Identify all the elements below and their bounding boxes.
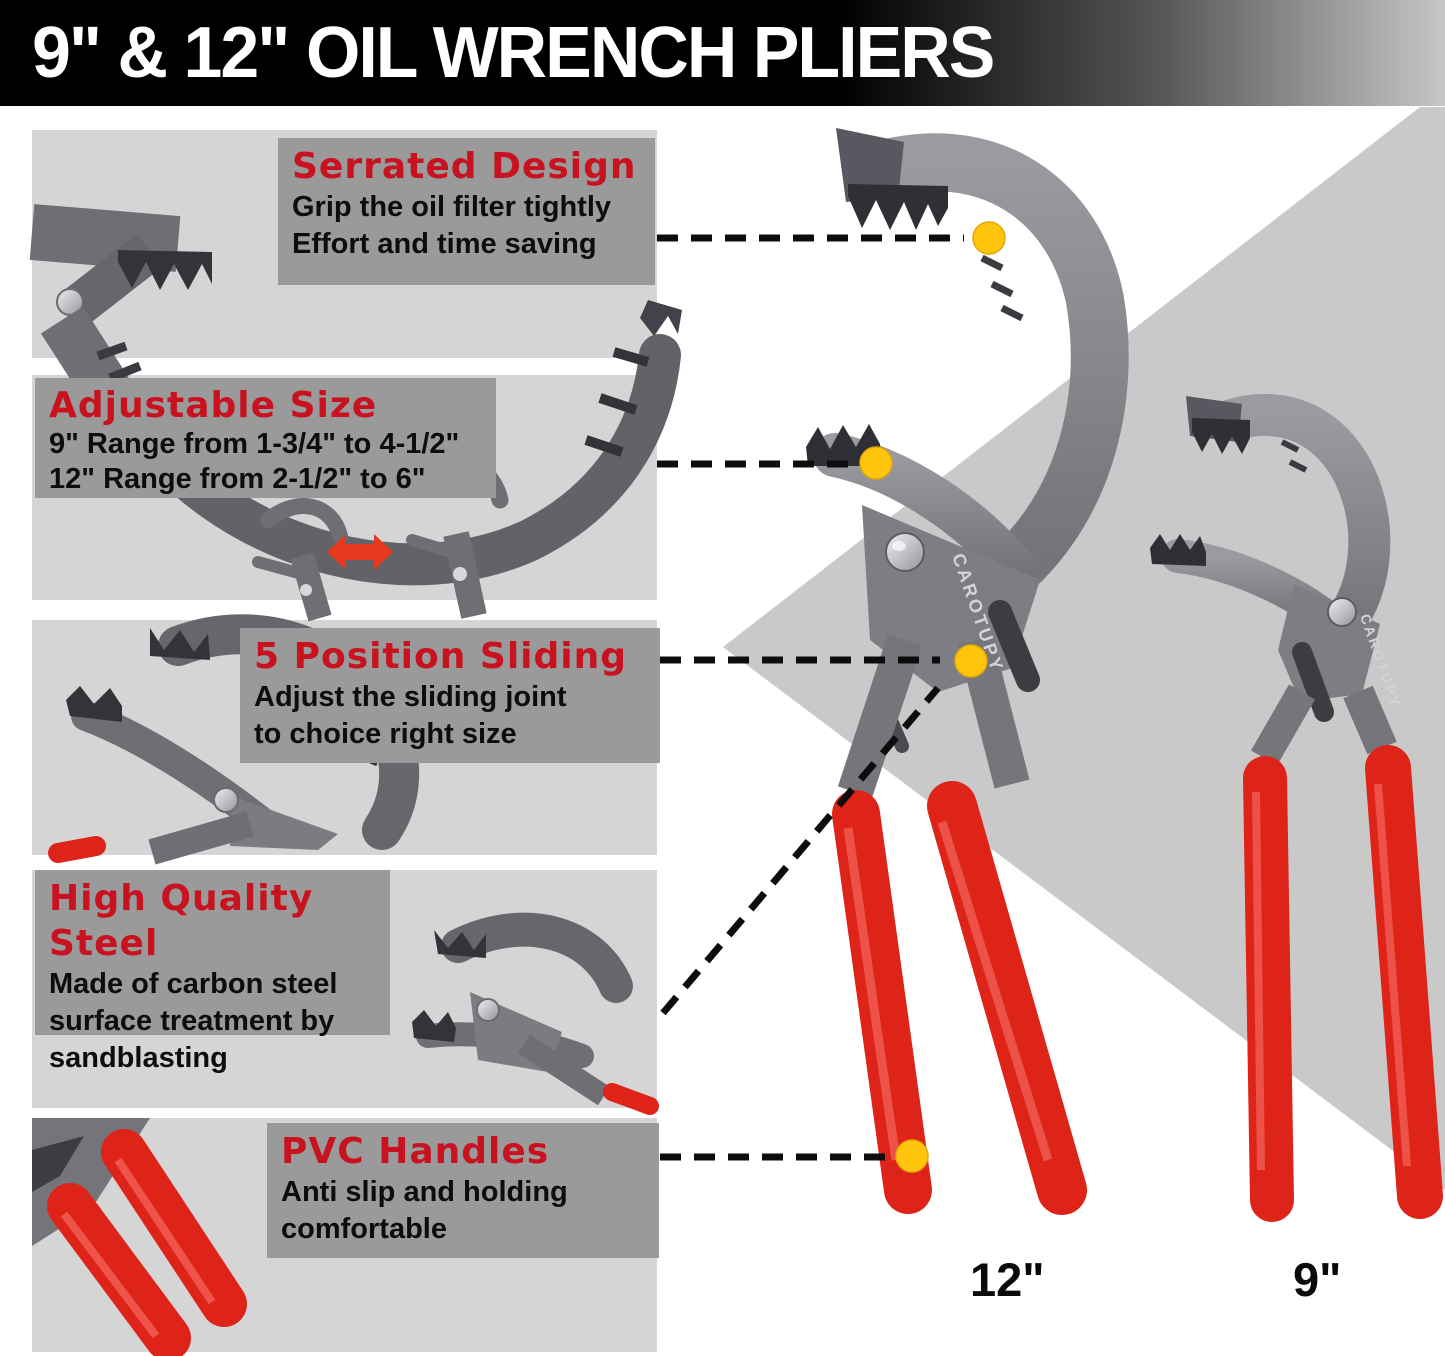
callout-adjustable-size: Adjustable Size 9" Range from 1-3/4" to … [35,378,496,498]
callout-line: 9" Range from 1-3/4" to 4-1/2" [49,428,460,461]
callout-heading: PVC Handles [281,1131,550,1172]
callout-serrated-design: Serrated Design Grip the oil filter tigh… [278,138,655,285]
pliers-9-illustration: CAROTUPY [1150,394,1443,1222]
size-label-9: 9" [1293,1253,1342,1306]
callout-line: to choice right size [254,718,517,751]
callout-line: Made of carbon steel [49,968,338,1000]
yellow-marker-sliding [954,644,988,678]
title-bar: 9" & 12" OIL WRENCH PLIERS [0,0,1445,106]
yellow-marker-serrated [972,221,1006,255]
callout-line: 12" Range from 2-1/2" to 6" [49,462,426,495]
callout-heading: Adjustable Size [49,385,378,426]
callout-line: sandblasting [49,1042,228,1075]
callout-line: Grip the oil filter tightly [292,191,611,223]
pliers-12-illustration: CAROTUPY [806,128,1129,1215]
callout-line: Effort and time saving [292,228,597,261]
callout-line: Anti slip and holding [281,1176,568,1208]
yellow-marker-handles [895,1139,929,1173]
brand-text-12: CAROTUPY [948,551,1008,676]
callout-line: Adjust the sliding joint [254,681,567,713]
callout-heading: Serrated Design [292,146,637,187]
callout-heading: High Quality Steel [49,878,314,964]
callout-quality-steel: High Quality Steel Made of carbon steel … [35,870,390,1074]
callout-pvc-handles: PVC Handles Anti slip and holding comfor… [267,1123,659,1258]
callout-position-sliding: 5 Position Sliding Adjust the sliding jo… [240,628,660,763]
size-label-12: 12" [970,1253,1045,1306]
brand-text-9: CAROTUPY [1357,612,1404,710]
page-title: 9" & 12" OIL WRENCH PLIERS [32,13,995,93]
background-triangle [723,107,1445,1190]
dashed-connector-steel [660,685,941,1016]
callout-heading: 5 Position Sliding [254,636,628,677]
callout-line: surface treatment by [49,1005,335,1038]
callout-line: comfortable [281,1213,447,1246]
yellow-marker-adjustable [859,446,893,480]
